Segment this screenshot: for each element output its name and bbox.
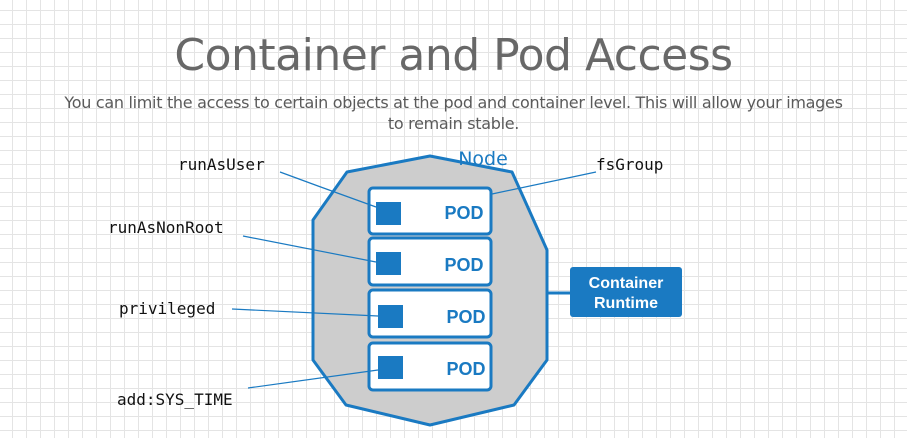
pod-3: POD <box>367 288 493 339</box>
page-subtitle: You can limit the access to certain obje… <box>0 92 907 134</box>
add-sys-time-label: add:SYS_TIME <box>117 390 233 409</box>
pod-label: POD <box>446 307 485 327</box>
node-label: Node <box>458 148 508 170</box>
run-as-user-leader <box>279 171 377 208</box>
container-square <box>378 356 403 379</box>
container-runtime-box <box>570 267 682 317</box>
page-title: Container and Pod Access <box>174 30 733 81</box>
privileged-leader <box>231 308 379 317</box>
fs-group-leader <box>491 171 597 195</box>
container-runtime-line-1: Container <box>589 275 664 292</box>
pod-4: POD <box>367 341 493 392</box>
pod-1: POD <box>367 186 493 236</box>
run-as-non-root-label: runAsNonRoot <box>108 218 224 237</box>
fs-group-label: fsGroup <box>596 155 663 174</box>
container-square <box>378 305 403 328</box>
container-square <box>376 252 401 275</box>
pod-label: POD <box>444 255 483 275</box>
subtitle-line-2: to remain stable. <box>387 114 520 133</box>
add-sys-time-leader <box>247 369 379 389</box>
container-square <box>376 202 401 225</box>
run-as-non-root-leader <box>242 235 377 263</box>
subtitle-line-1: You can limit the access to certain obje… <box>64 93 843 112</box>
container-runtime-line-2: Runtime <box>594 295 658 312</box>
pod-label: POD <box>444 203 483 223</box>
privileged-label: privileged <box>119 299 215 318</box>
pod-label: POD <box>446 359 485 379</box>
run-as-user-label: runAsUser <box>178 155 265 174</box>
pod-2: POD <box>367 236 493 287</box>
